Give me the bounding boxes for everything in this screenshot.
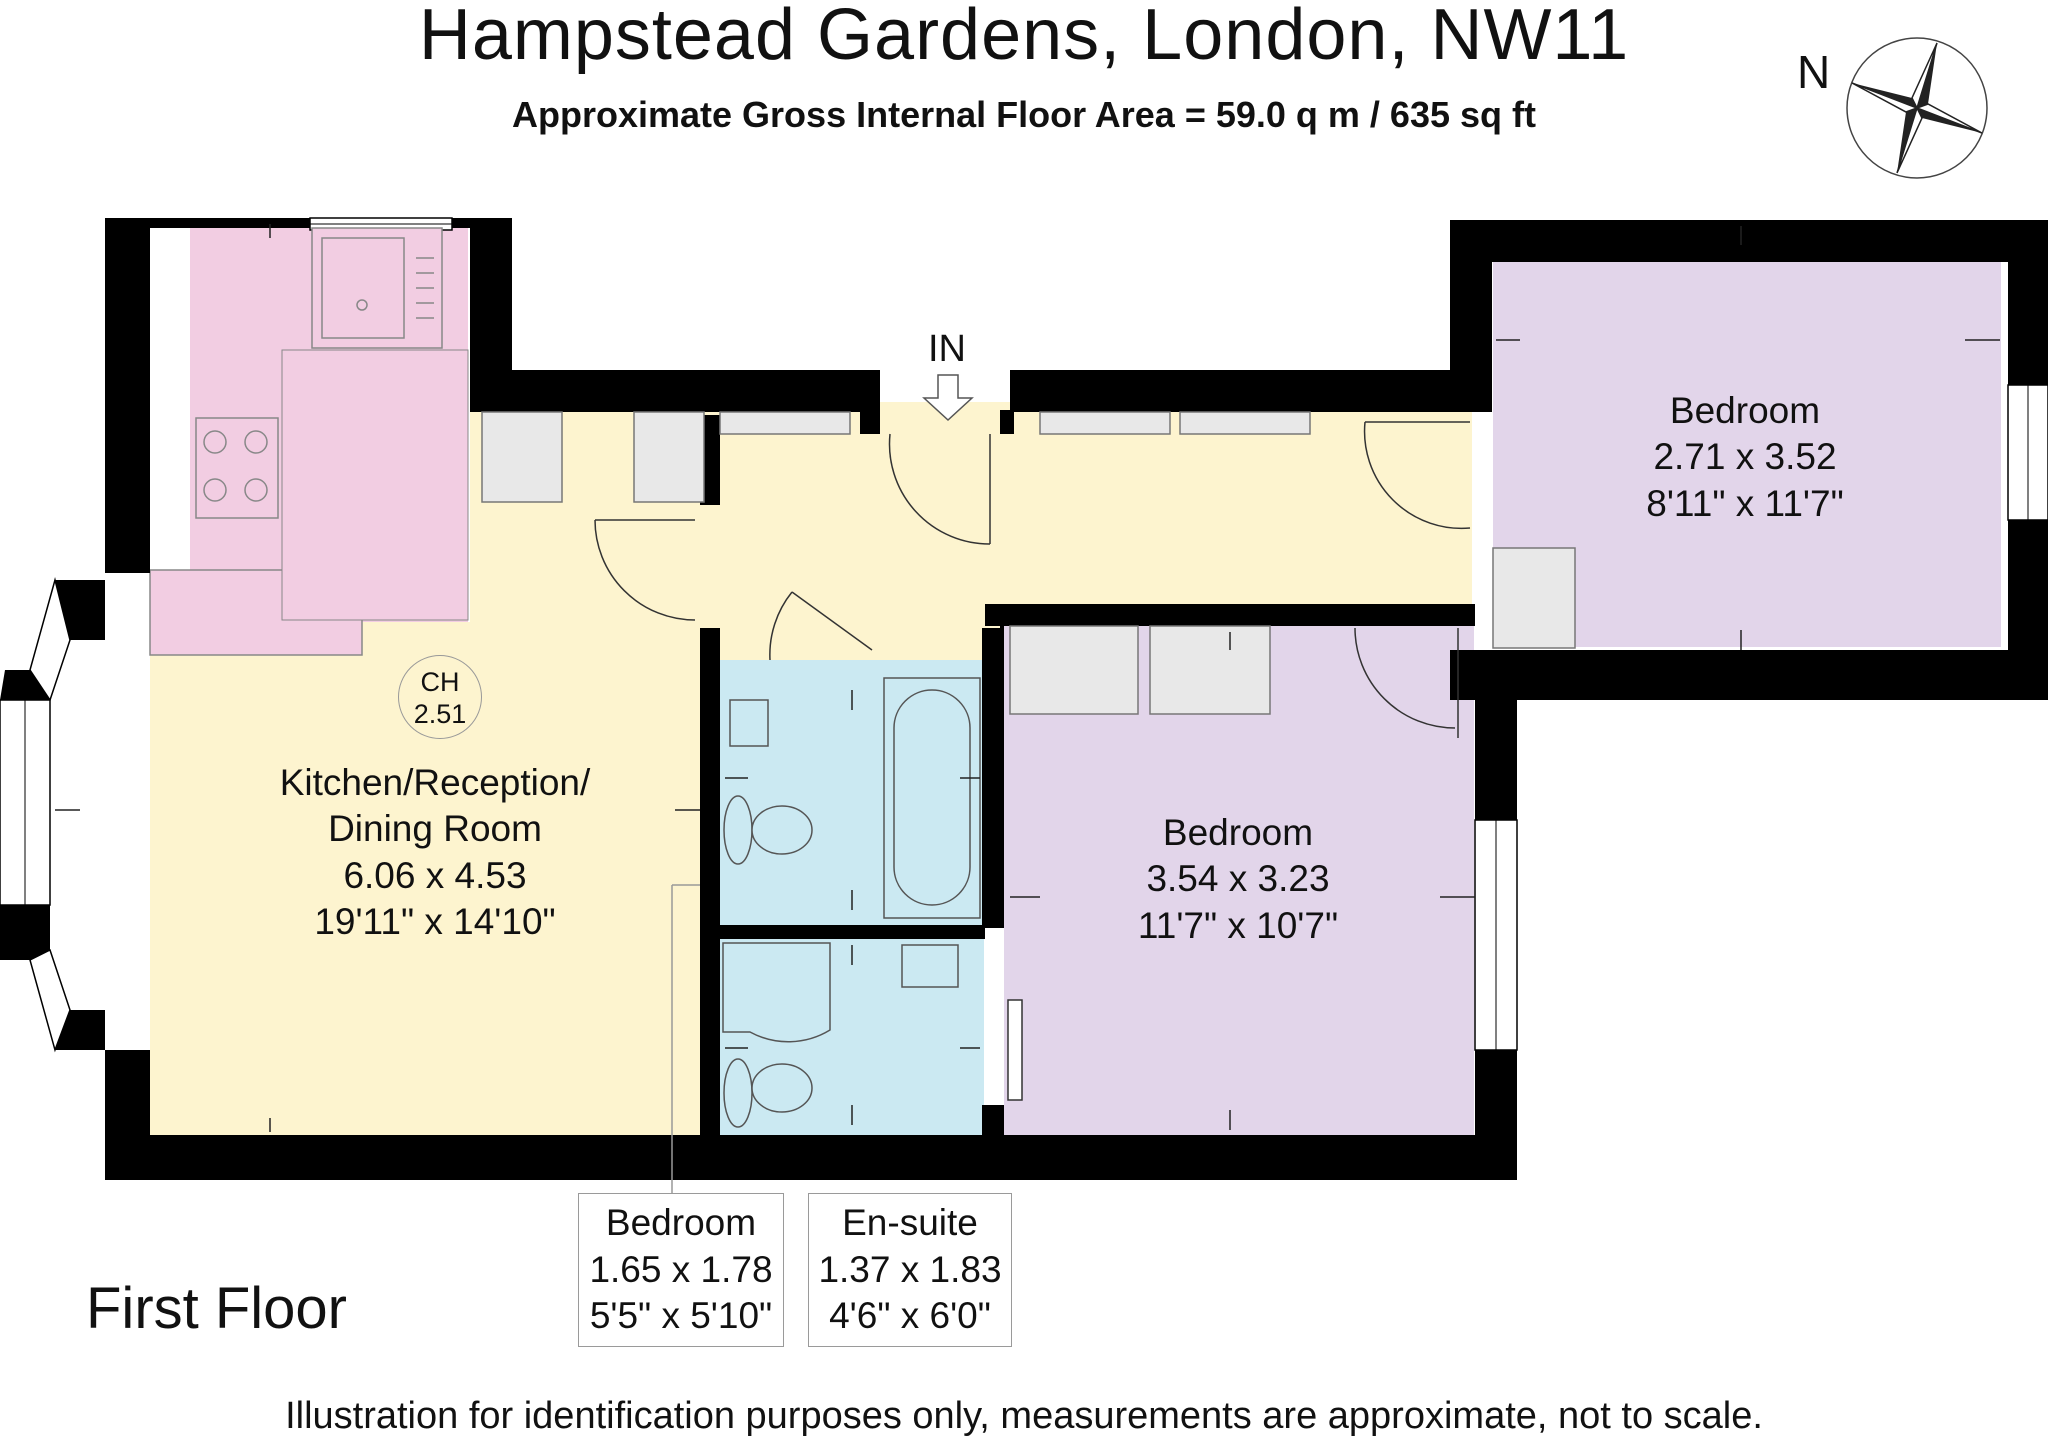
bedroom-center-imperial: 11'7" x 10'7" [1137,904,1339,946]
bedroom-small-metric: 1.65 x 1.78 [589,1248,773,1290]
compass-rose-icon [1846,37,1988,179]
ch-height: 2.51 [413,699,467,730]
hallway-fill-2 [700,430,985,656]
bedroom-right-imperial: 8'11" x 11'7" [1646,482,1844,524]
kitchen-name-line2: Dining Room [328,808,542,850]
room-label-kitchen: Kitchen/Reception/ Dining Room 6.06 x 4.… [235,760,635,945]
bedroom-small-imperial: 5'5" x 5'10" [589,1295,773,1337]
bedroom-right-name: Bedroom [1669,390,1821,431]
entrance-label: IN [928,328,966,370]
kitchen-island [281,349,469,621]
ch-label: CH [420,667,460,697]
doors [594,421,1471,1101]
kitchen-name-line1: Kitchen/Reception/ [279,762,591,803]
plan-title: Hampstead Gardens, London, NW11 [418,0,1630,75]
bedroom-right-fill [1493,262,2001,647]
disclaimer: Illustration for identification purposes… [285,1395,1763,1437]
kitchen-fittings [195,227,443,519]
bedroom-small-name: Bedroom [605,1202,757,1243]
central-heating-marker: CH 2.51 [398,655,482,739]
dimension-arrows [55,224,2000,1132]
bedroom-center-metric: 3.54 x 3.23 [1146,858,1330,900]
bedroom-right-metric: 2.71 x 3.52 [1653,436,1837,478]
dimension-box-bedroom-small: Bedroom 1.65 x 1.78 5'5" x 5'10" [578,1193,784,1347]
kitchen-imperial: 19'11" x 14'10" [314,900,556,942]
floor-area-subtitle: Approximate Gross Internal Floor Area = … [512,94,1536,135]
room-label-bedroom-right: Bedroom 2.71 x 3.52 8'11" x 11'7" [1570,388,1920,527]
room-label-bedroom-center: Bedroom 3.54 x 3.23 11'7" x 10'7" [1063,810,1413,949]
ensuite-metric: 1.37 x 1.83 [818,1248,1002,1290]
cupboards [481,411,1576,715]
ensuite-imperial: 4'6" x 6'0" [829,1295,991,1337]
walls [0,218,2048,1180]
reception-fill [150,622,700,1135]
bedroom-center-name: Bedroom [1162,812,1314,853]
kitchen-metric: 6.06 x 4.53 [343,854,527,896]
bathroom-fittings [722,677,981,1128]
floor-name: First Floor [86,1276,347,1341]
north-label: N [1797,46,1831,98]
windows [0,217,2048,1053]
entrance-arrow-icon [922,374,974,422]
dimension-box-ensuite: En-suite 1.37 x 1.83 4'6" x 6'0" [808,1193,1012,1347]
ensuite-name: En-suite [842,1202,978,1243]
